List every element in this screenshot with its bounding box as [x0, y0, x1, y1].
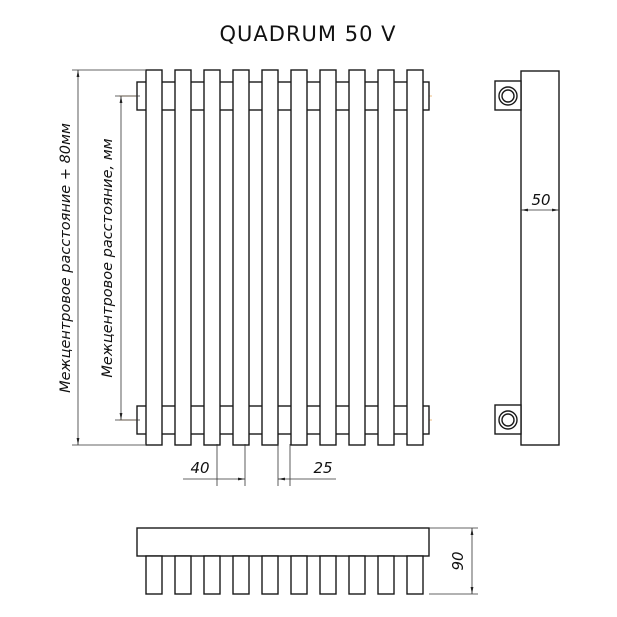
top-view-tube [261, 555, 279, 595]
center-distance-label: Межцентровое расстояние, мм [100, 138, 116, 377]
vertical-tubes [145, 69, 424, 446]
lower-connection-inner [501, 413, 515, 427]
vertical-tube [377, 69, 395, 446]
top-view-tube [348, 555, 366, 595]
vertical-tube [203, 69, 221, 446]
top-view-tube [319, 555, 337, 595]
top-view-tube [406, 555, 424, 595]
vertical-tube [261, 69, 279, 446]
vertical-tube [290, 69, 308, 446]
vertical-tube [319, 69, 337, 446]
vertical-tube [348, 69, 366, 446]
side-view: 50 [494, 70, 560, 446]
top-view-tube [145, 555, 163, 595]
top-depth-label: 90 [449, 551, 467, 570]
gap-label: 25 [313, 459, 332, 477]
outer-height-label: Межцентровое расстояние + 80мм [58, 123, 74, 393]
top-view-tube [203, 555, 221, 595]
pitch-label: 40 [190, 459, 209, 477]
top-view: 90 [136, 527, 478, 595]
upper-connection-outer [498, 86, 518, 106]
top-collector [136, 527, 430, 557]
vertical-tube [232, 69, 250, 446]
top-view-tube [174, 555, 192, 595]
vertical-tube [174, 69, 192, 446]
top-view-tubes [145, 555, 424, 595]
front-view: Межцентровое расстояние + 80мм Межцентро… [58, 69, 432, 486]
vertical-tube [145, 69, 163, 446]
upper-connection-inner [501, 89, 515, 103]
top-view-tube [377, 555, 395, 595]
top-view-tube [232, 555, 250, 595]
drawing-title: QUADRUM 50 V [220, 22, 397, 46]
lower-connection-outer [498, 410, 518, 430]
side-depth-label: 50 [531, 191, 550, 209]
side-body [520, 70, 560, 446]
vertical-tube [406, 69, 424, 446]
top-view-tube [290, 555, 308, 595]
